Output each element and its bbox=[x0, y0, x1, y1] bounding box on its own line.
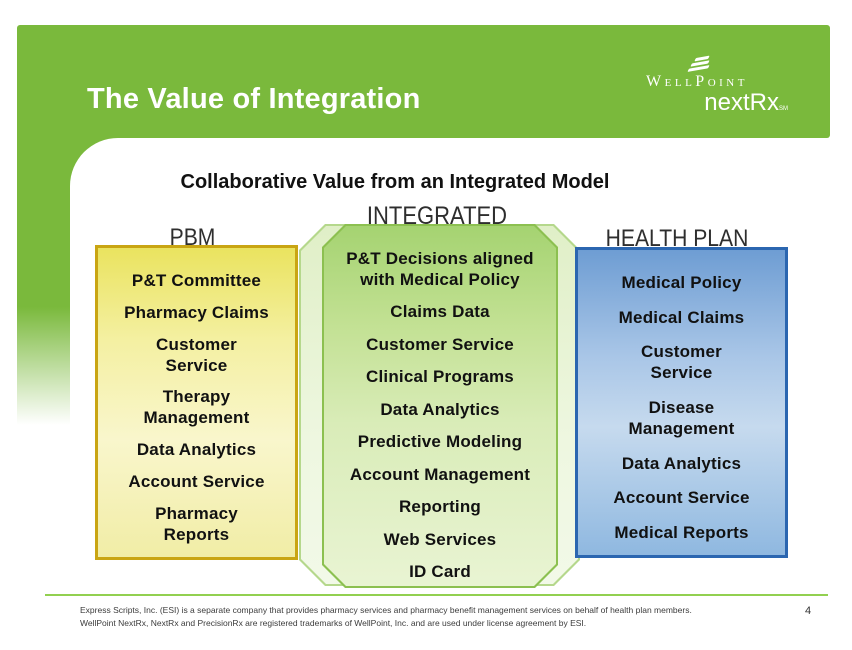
footer-disclaimer: Express Scripts, Inc. (ESI) is a separat… bbox=[80, 604, 750, 629]
list-item: Reporting bbox=[398, 497, 482, 517]
footer-line-2: WellPoint NextRx, NextRx and PrecisionRx… bbox=[80, 617, 587, 628]
list-item: Data Analytics bbox=[380, 399, 500, 419]
list-item: Predictive Modeling bbox=[357, 432, 523, 452]
nextrx-text: nextRx bbox=[704, 89, 779, 116]
integrated-column-label: INTEGRATED bbox=[366, 202, 508, 230]
wellpoint-nextrx-logo: WellPoint nextRxSM bbox=[630, 55, 790, 117]
health-plan-column-label: HEALTH PLAN bbox=[605, 225, 749, 252]
slide-header: The Value of Integration WellPoint nextR… bbox=[17, 25, 830, 138]
list-item: Clinical Programs bbox=[366, 367, 514, 387]
list-item: Pharmacy Reports bbox=[155, 503, 238, 544]
integrated-box: P&T Decisions aligned with Medical Polic… bbox=[322, 224, 558, 588]
list-item: Customer Service bbox=[156, 334, 237, 375]
page-number: 4 bbox=[804, 605, 812, 617]
list-item: Medical Policy bbox=[621, 273, 742, 292]
health-plan-item-list: Medical Policy Medical Claims Customer S… bbox=[578, 250, 785, 555]
health-plan-box: Medical Policy Medical Claims Customer S… bbox=[575, 247, 788, 558]
pbm-column-label: PBM bbox=[169, 224, 216, 251]
list-item: Medical Claims bbox=[618, 307, 745, 327]
list-item: Medical Reports bbox=[614, 522, 749, 542]
footer-divider bbox=[45, 594, 828, 596]
footer-line-1: Express Scripts, Inc. (ESI) is a separat… bbox=[80, 605, 692, 615]
list-item: Customer Service bbox=[641, 342, 722, 383]
list-item: Account Service bbox=[128, 472, 265, 492]
list-item: Pharmacy Claims bbox=[124, 302, 269, 322]
list-item: Claims Data bbox=[390, 302, 490, 322]
list-item: Account Management bbox=[349, 464, 531, 484]
pbm-item-list: P&T Committee Pharmacy Claims Customer S… bbox=[98, 248, 295, 557]
list-item: Account Service bbox=[613, 488, 750, 508]
page-title: The Value of Integration bbox=[87, 83, 421, 115]
list-item: Data Analytics bbox=[621, 453, 742, 473]
list-item: Customer Service bbox=[366, 334, 514, 354]
wellpoint-wordmark: WellPoint bbox=[646, 73, 748, 90]
left-accent-strip bbox=[17, 130, 70, 425]
list-item: P&T Committee bbox=[131, 271, 262, 290]
integrated-item-list: P&T Decisions aligned with Medical Polic… bbox=[324, 226, 556, 586]
list-item: Therapy Management bbox=[143, 387, 250, 428]
list-item: P&T Decisions aligned with Medical Polic… bbox=[346, 249, 534, 289]
list-item: Data Analytics bbox=[136, 440, 257, 460]
list-item: Web Services bbox=[383, 529, 497, 549]
nextrx-wordmark: nextRxSM bbox=[630, 89, 790, 117]
list-item: Disease Management bbox=[628, 397, 735, 438]
wellpoint-stripes-icon bbox=[687, 55, 714, 72]
pbm-box: P&T Committee Pharmacy Claims Customer S… bbox=[95, 245, 298, 560]
slide-subtitle: Collaborative Value from an Integrated M… bbox=[180, 171, 610, 193]
service-mark: SM bbox=[779, 106, 788, 112]
list-item: ID Card bbox=[409, 561, 471, 581]
